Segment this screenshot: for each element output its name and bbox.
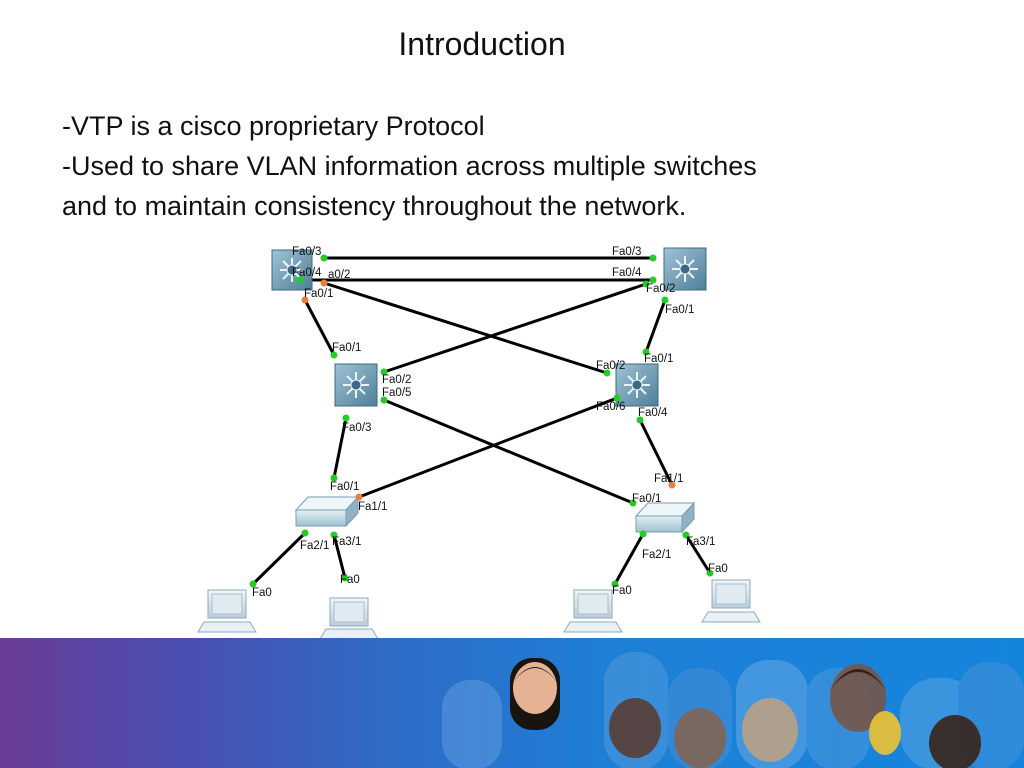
bullet-line-2: -Used to share VLAN information across m… bbox=[62, 151, 757, 181]
pc-icon[interactable] bbox=[563, 589, 623, 633]
port-label: Fa0/1 bbox=[632, 493, 661, 505]
multilayer-switch-icon[interactable] bbox=[615, 363, 659, 407]
cable-tl-ml bbox=[303, 299, 336, 356]
person-photo bbox=[742, 698, 798, 762]
port-status-lights bbox=[249, 254, 714, 588]
port-light-down bbox=[320, 279, 328, 287]
port-light-up bbox=[341, 574, 349, 582]
port-label: Fa0/5 bbox=[382, 387, 411, 399]
port-label: Fa0/4 bbox=[292, 267, 322, 279]
switch-icon[interactable] bbox=[294, 495, 360, 528]
cable-sr-pc3 bbox=[613, 533, 645, 585]
port-label: Fa0 bbox=[708, 563, 728, 575]
port-label: Fa0 bbox=[252, 587, 272, 599]
port-label: Fa0/2 bbox=[646, 283, 675, 295]
port-light-up bbox=[629, 499, 637, 507]
port-label: Fa0/4 bbox=[612, 267, 642, 279]
port-light-up bbox=[249, 580, 257, 588]
port-light-up bbox=[330, 351, 338, 359]
people-collage bbox=[442, 652, 1024, 768]
port-light-up bbox=[613, 394, 621, 402]
person-photo bbox=[869, 711, 981, 768]
cable-sr-pc4 bbox=[684, 534, 712, 574]
switch-icon[interactable] bbox=[634, 501, 696, 534]
footer-photo-banner bbox=[0, 638, 1024, 768]
port-light-up bbox=[661, 296, 669, 304]
cable-ml-sl bbox=[332, 417, 348, 479]
port-label: Fa0/3 bbox=[342, 422, 371, 434]
port-label: Fa2/1 bbox=[642, 549, 671, 561]
port-label: Fa0/1 bbox=[332, 342, 361, 354]
port-label: Fa0/6 bbox=[596, 401, 625, 413]
bullet-line-1: -VTP is a cisco proprietary Protocol bbox=[62, 111, 485, 141]
port-light-up bbox=[636, 416, 644, 424]
port-label: Fa0/1 bbox=[304, 288, 333, 300]
cable-sl-pc2 bbox=[332, 534, 347, 579]
port-light-up bbox=[642, 280, 650, 288]
port-label: Fa1/1 bbox=[358, 501, 387, 513]
cable-sl-pc1 bbox=[251, 531, 307, 586]
bullet-list: -VTP is a cisco proprietary Protocol -Us… bbox=[62, 106, 757, 226]
cable-mr-sr bbox=[638, 419, 674, 486]
port-light-up bbox=[301, 529, 309, 537]
pc-icon[interactable] bbox=[701, 579, 761, 623]
person-photo bbox=[609, 698, 661, 758]
port-light-up bbox=[649, 276, 657, 284]
port-label: a0/2 bbox=[328, 269, 350, 281]
pc-icon[interactable] bbox=[319, 597, 379, 640]
port-label: Fa0/2 bbox=[382, 374, 411, 386]
port-label: Fa0/2 bbox=[596, 360, 625, 372]
port-light-down bbox=[355, 493, 363, 501]
port-light-up bbox=[380, 368, 388, 376]
port-light-up bbox=[603, 369, 611, 377]
port-light-up bbox=[320, 254, 328, 262]
port-light-up bbox=[611, 580, 619, 588]
port-light-up bbox=[380, 396, 388, 404]
port-light-up bbox=[639, 530, 647, 538]
slide-title: Introduction bbox=[398, 26, 566, 62]
network-topology-diagram: Fa0/3 Fa0/4 a0/2 Fa0/1 Fa0/3 Fa0/4 Fa0/2… bbox=[197, 246, 761, 640]
multilayer-switch-icon[interactable] bbox=[663, 247, 707, 291]
cable-tl-mr bbox=[323, 281, 608, 375]
port-light-up bbox=[330, 531, 338, 539]
cable-tr-ml bbox=[383, 282, 647, 374]
pc-icon[interactable] bbox=[197, 589, 257, 633]
port-label: Fa0/4 bbox=[638, 407, 668, 419]
port-light-up bbox=[649, 254, 657, 262]
cable-mr-sl bbox=[358, 396, 618, 499]
port-labels: Fa0/3 Fa0/4 a0/2 Fa0/1 Fa0/3 Fa0/4 Fa0/2… bbox=[252, 246, 728, 599]
port-label: Fa3/1 bbox=[332, 536, 361, 548]
port-light-up bbox=[642, 348, 650, 356]
cable-ml-sr bbox=[383, 398, 634, 505]
port-label: Fa0 bbox=[612, 585, 632, 597]
person-photo bbox=[674, 708, 726, 768]
bullet-line-3: and to maintain consistency throughout t… bbox=[62, 191, 687, 221]
port-label: Fa0/1 bbox=[330, 481, 359, 493]
port-light-up bbox=[706, 569, 714, 577]
port-light-up bbox=[342, 414, 350, 422]
port-label: Fa1/1 bbox=[654, 473, 683, 485]
port-label: Fa0/1 bbox=[665, 304, 694, 316]
multilayer-switch-icon[interactable] bbox=[334, 363, 378, 407]
multilayer-switch-icon[interactable] bbox=[271, 249, 313, 291]
person-photo bbox=[510, 658, 560, 730]
person-photo bbox=[830, 664, 886, 732]
port-label: Fa2/1 bbox=[300, 540, 329, 552]
port-light-down bbox=[301, 296, 309, 304]
cable-tr-mr bbox=[644, 299, 667, 353]
port-label: Fa0 bbox=[340, 574, 360, 586]
port-label: Fa0/3 bbox=[292, 246, 321, 258]
port-light-down bbox=[668, 481, 676, 489]
cables bbox=[251, 256, 712, 586]
port-light-up bbox=[330, 474, 338, 482]
port-label: Fa0/1 bbox=[644, 353, 673, 365]
port-light-up bbox=[296, 276, 304, 284]
port-label: Fa0/3 bbox=[612, 246, 641, 258]
port-light-up bbox=[682, 531, 690, 539]
port-label: Fa3/1 bbox=[686, 536, 715, 548]
